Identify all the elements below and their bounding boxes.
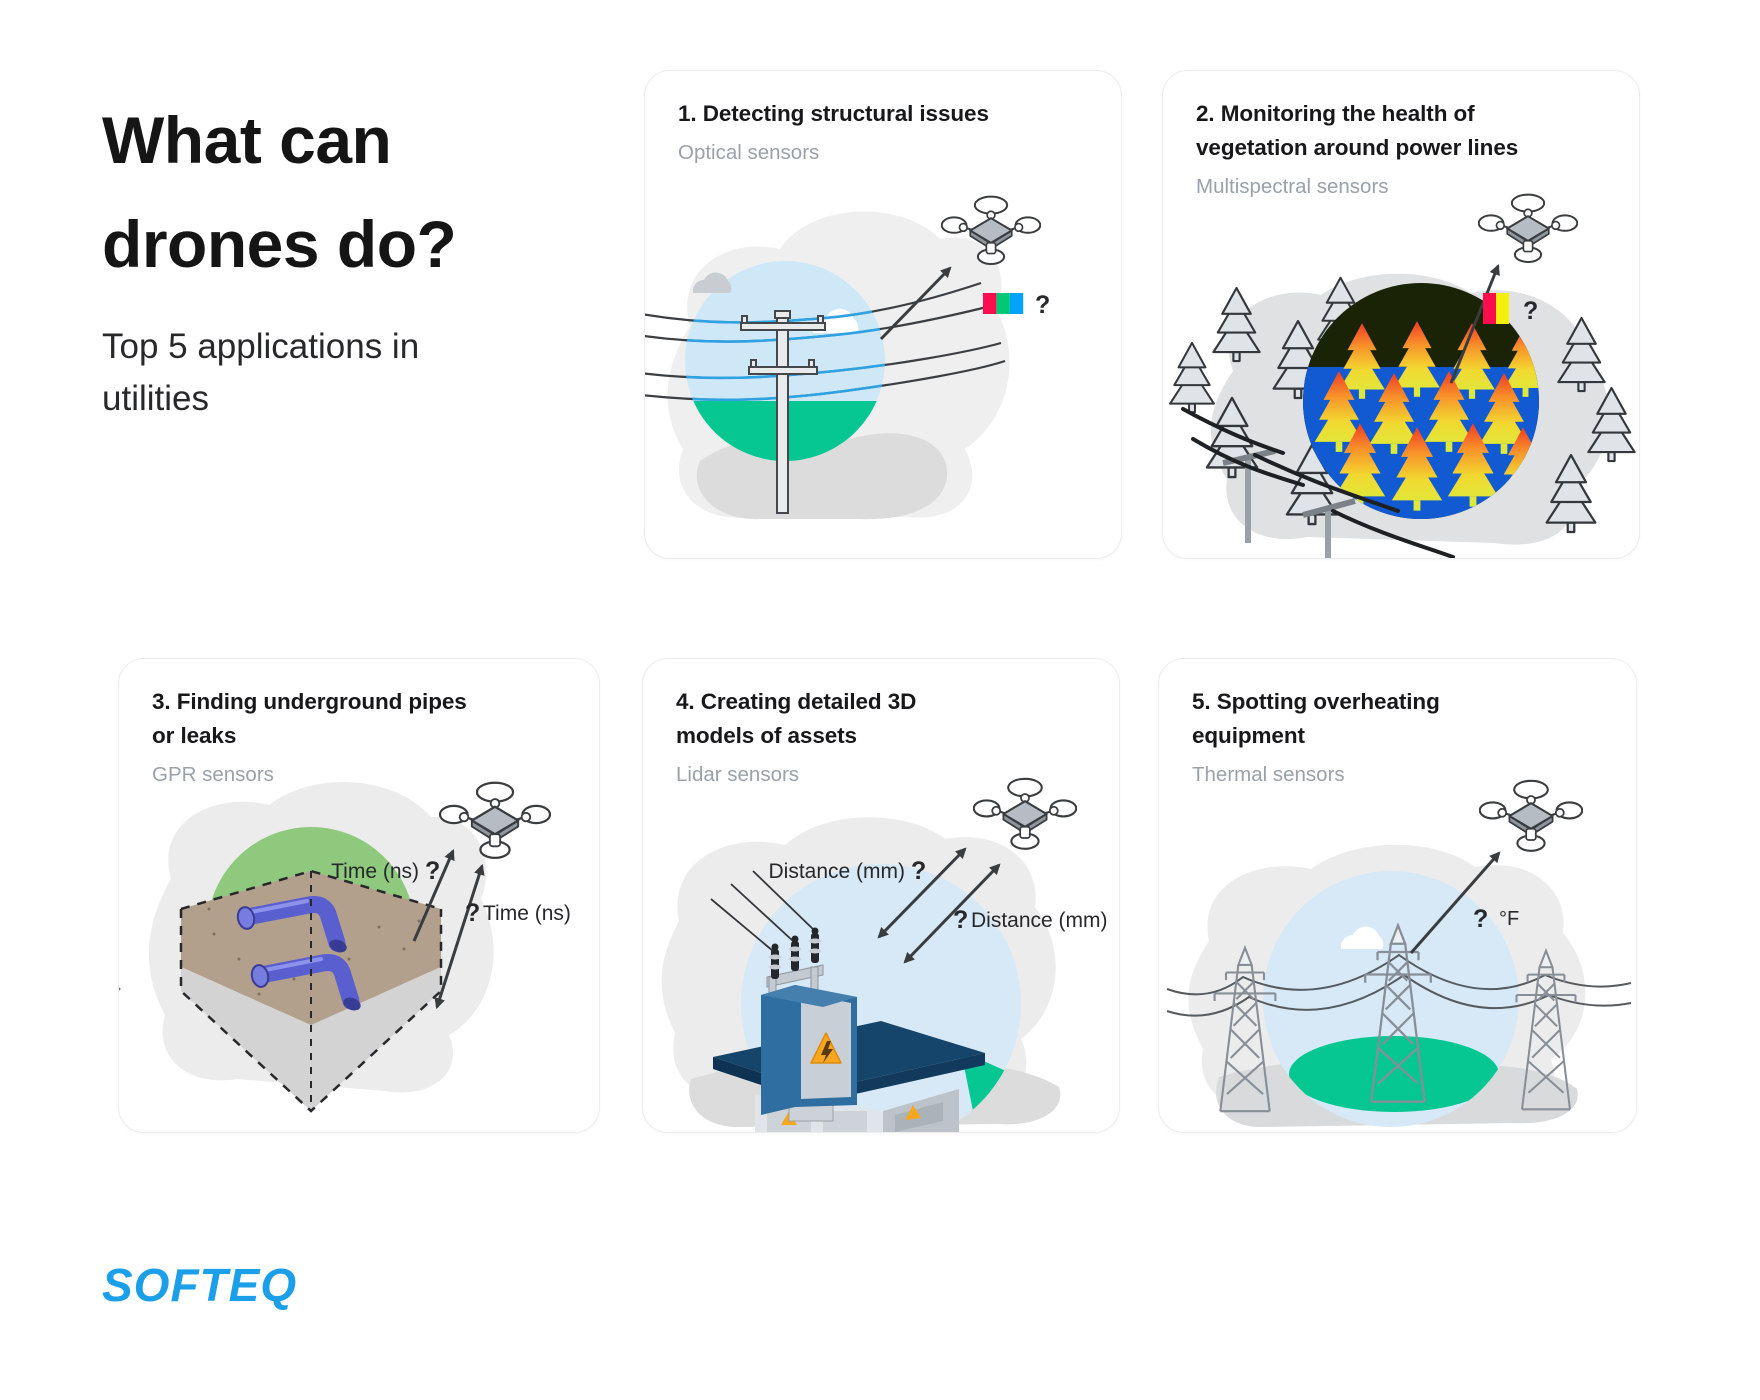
card-title: 2. Monitoring the health of vegetation a… <box>1196 101 1519 160</box>
illustration-vegetation-monitoring: ? <box>1169 193 1636 558</box>
drone-icon <box>1479 779 1583 852</box>
card-title: 1. Detecting structural issues <box>678 101 989 126</box>
card-header: 3. Finding underground pipes or leaks GP… <box>152 685 474 787</box>
illustration-power-pole-inspection: ? <box>645 195 1050 520</box>
card-spotting-overheating-equipment: 5. Spotting overheating equipment Therma… <box>1158 658 1637 1133</box>
power-line-poles <box>1181 407 1455 558</box>
signal-arrow <box>879 266 952 341</box>
page-title-line2: drones do? <box>102 207 457 282</box>
spectrum-yellow <box>1496 293 1509 324</box>
temperature-unit-label: °F <box>1499 908 1519 930</box>
pipes <box>236 896 361 1011</box>
spectrum-blue <box>1009 293 1024 314</box>
question-mark: ? <box>1523 297 1538 325</box>
card-sensor-label: Multispectral sensors <box>1196 174 1389 198</box>
signal-back-label: Time (ns) <box>483 902 571 925</box>
card-header: 5. Spotting overheating equipment Therma… <box>1192 685 1514 787</box>
illustration-thermal-towers: ? °F <box>1166 779 1632 1127</box>
drone-icon <box>1478 193 1578 263</box>
transformer <box>710 870 985 1132</box>
spectrum-red <box>1483 293 1496 324</box>
rgb-spectrum-bar <box>983 293 1024 314</box>
card-detecting-structural-issues: 1. Detecting structural issues Optical s… <box>644 70 1122 559</box>
softeq-logo: SOFTEQ <box>102 1259 298 1311</box>
lidar-arrow-2 <box>903 863 1001 964</box>
thermal-arrow <box>1409 851 1501 954</box>
multispectral-bar <box>1483 293 1509 324</box>
green-ground <box>1289 1036 1499 1112</box>
signal-out-question: ? <box>425 857 440 885</box>
card-title: 3. Finding underground pipes or leaks <box>152 689 467 748</box>
card-title: 4. Creating detailed 3D models of assets <box>676 689 917 748</box>
card-sensor-label: Optical sensors <box>678 140 820 164</box>
spectrum-green <box>996 293 1010 314</box>
question-mark: ? <box>1035 291 1050 319</box>
cloud-white <box>1340 926 1384 949</box>
card-title: 5. Spotting overheating equipment <box>1192 689 1440 748</box>
bushings <box>769 927 821 979</box>
card-header: 2. Monitoring the health of vegetation a… <box>1196 97 1578 199</box>
intro-block: What can drones do? Top 5 applications in… <box>102 88 542 426</box>
cloud-gray <box>692 272 732 293</box>
signal-back-question: ? <box>465 899 480 927</box>
question-mark: ? <box>1473 905 1488 933</box>
card-sensor-label: Thermal sensors <box>1192 762 1345 786</box>
card-finding-underground-pipes: 3. Finding underground pipes or leaks GP… <box>118 658 600 1133</box>
page-title-line1: What can <box>102 103 392 177</box>
drone-icon <box>973 777 1077 850</box>
card-sensor-label: GPR sensors <box>152 762 274 786</box>
card-creating-3d-models: 4. Creating detailed 3D models of assets… <box>642 658 1120 1133</box>
page-subtitle: Top 5 applications in utilities <box>102 326 420 419</box>
illustration-gpr-pipes: Time (ns) ? ? Time (ns) <box>119 781 571 1113</box>
card-header: 1. Detecting structural issues Optical s… <box>678 97 989 165</box>
card-header: 4. Creating detailed 3D models of assets… <box>676 685 998 787</box>
card-monitoring-vegetation: 2. Monitoring the health of vegetation a… <box>1162 70 1640 559</box>
signal-out-label: Distance (mm) <box>768 860 905 883</box>
spectrum-red <box>983 293 997 314</box>
illustration-lidar-transformer: Distance (mm) ? ? Distance (mm) <box>661 777 1108 1132</box>
signal-back-label: Distance (mm) <box>971 909 1108 932</box>
signal-out-label: Time (ns) <box>331 860 419 883</box>
signal-down-arrow <box>434 863 485 1010</box>
signal-back-question: ? <box>953 906 968 934</box>
page-title: What can drones do? <box>102 88 542 297</box>
signal-out-question: ? <box>911 857 926 885</box>
signal-arrow <box>1449 263 1500 384</box>
card-sensor-label: Lidar sensors <box>676 762 800 786</box>
power-pole <box>740 310 826 514</box>
